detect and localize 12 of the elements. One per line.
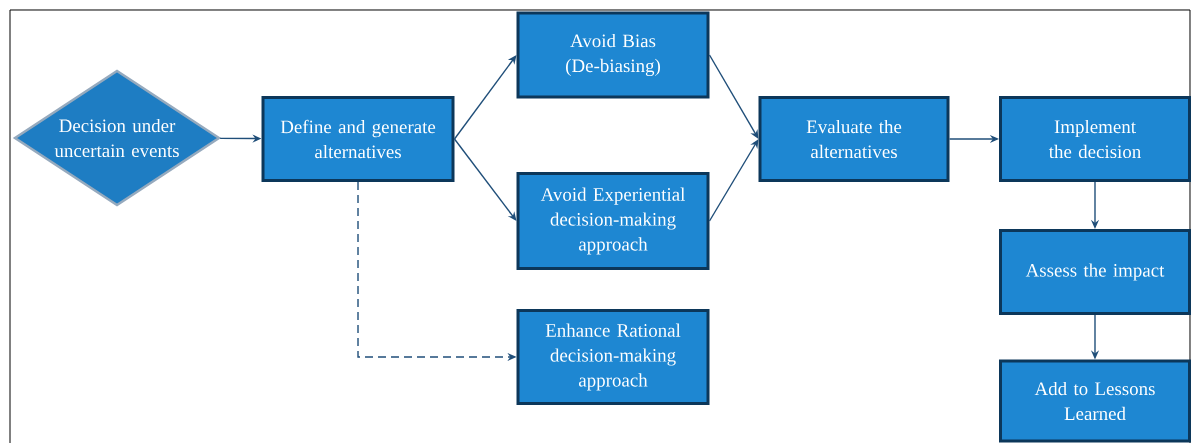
process-box: Avoid Bias (De-biasing) (516, 11, 710, 99)
process-box: Enhance Rational decision-making approach (516, 309, 710, 405)
process-box: Implement the decision (999, 96, 1191, 182)
arrow (453, 55, 517, 140)
process-box: Add to Lessons Learned (999, 359, 1191, 443)
arrow (708, 139, 759, 222)
arrow (453, 138, 517, 221)
process-box: Define and generate alternatives (261, 96, 455, 182)
process-box: Assess the impact (999, 229, 1191, 315)
process-box: Avoid Experiential decision-making approach (516, 172, 710, 270)
process-box: Evaluate the alternatives (758, 96, 950, 182)
arrow (708, 54, 759, 139)
